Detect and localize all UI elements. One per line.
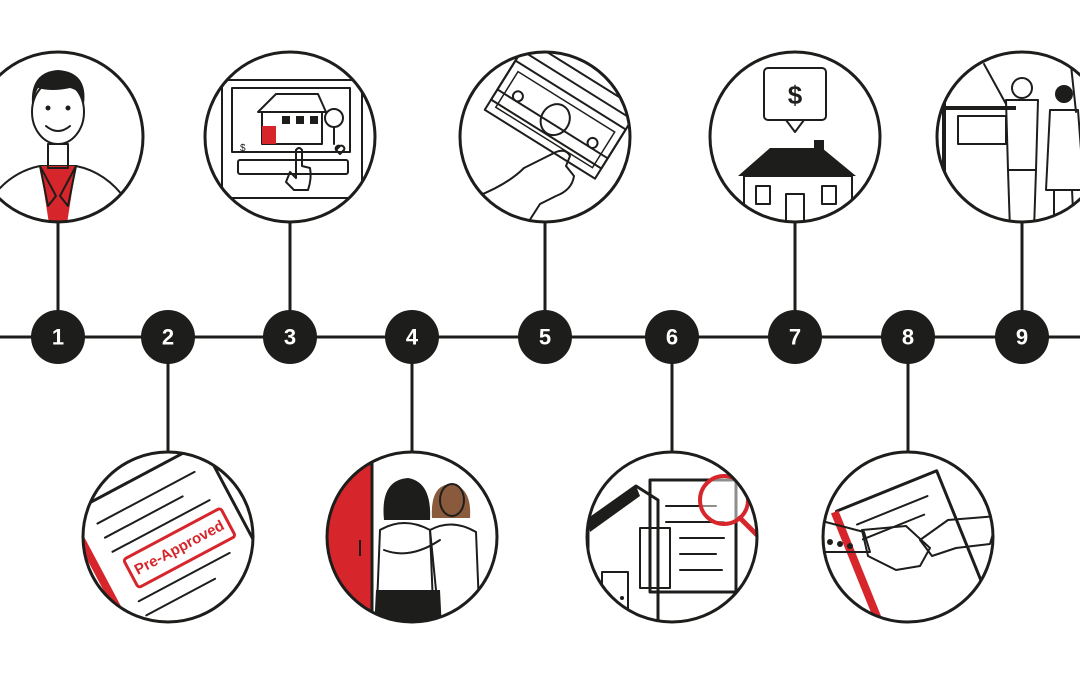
step-number-6: 6 bbox=[666, 325, 678, 350]
step-marker-8: 8 bbox=[881, 310, 935, 364]
step-number-7: 7 bbox=[789, 325, 801, 350]
home-inspection-icon bbox=[587, 474, 757, 622]
step-marker-2: 2 bbox=[141, 310, 195, 364]
step-marker-1: 1 bbox=[31, 310, 85, 364]
step-8-illustration bbox=[821, 450, 995, 624]
step-markers: 1 2 3 4 5 6 7 8 bbox=[31, 310, 1049, 364]
step-number-9: 9 bbox=[1016, 325, 1028, 350]
step-marker-7: 7 bbox=[768, 310, 822, 364]
step-6-illustration bbox=[585, 450, 759, 624]
step-number-8: 8 bbox=[902, 325, 914, 350]
step-number-2: 2 bbox=[162, 325, 174, 350]
step-3-illustration: $ bbox=[203, 50, 377, 224]
house-listing-browse-icon: $ bbox=[221, 79, 363, 199]
step-number-1: 1 bbox=[52, 325, 64, 350]
step-1-illustration bbox=[0, 50, 145, 224]
step-7-illustration: $ bbox=[708, 50, 882, 224]
price-dollar-glyph: $ bbox=[240, 143, 246, 154]
step-marker-9: 9 bbox=[995, 310, 1049, 364]
step-marker-4: 4 bbox=[385, 310, 439, 364]
step-number-3: 3 bbox=[284, 325, 296, 350]
step-5-illustration bbox=[458, 50, 632, 224]
step-marker-5: 5 bbox=[518, 310, 572, 364]
step-4-illustration bbox=[325, 450, 499, 624]
step-number-5: 5 bbox=[539, 325, 551, 350]
step-9-illustration: SOLD bbox=[935, 50, 1080, 224]
step-2-illustration: Pre-Approved bbox=[81, 450, 255, 624]
dollar-sign: $ bbox=[788, 80, 803, 110]
house-appraisal-icon: $ bbox=[738, 67, 856, 222]
step-marker-3: 3 bbox=[263, 310, 317, 364]
step-marker-6: 6 bbox=[645, 310, 699, 364]
sold-sign-label: SOLD bbox=[965, 123, 999, 137]
closing-handshake-icon bbox=[823, 469, 993, 622]
step-number-4: 4 bbox=[406, 325, 419, 350]
